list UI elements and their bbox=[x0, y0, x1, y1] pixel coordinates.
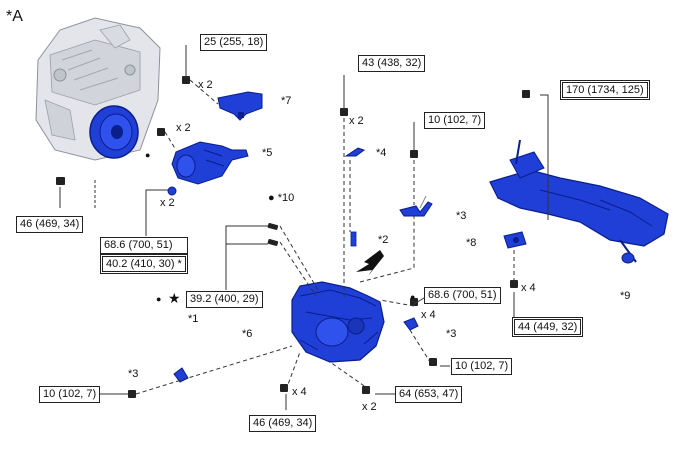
callout-4: *4 bbox=[376, 147, 387, 159]
torque-10-top: 10 (102, 7) bbox=[424, 112, 486, 129]
dot-39-2: ● bbox=[156, 294, 162, 304]
part-8-mount bbox=[503, 231, 527, 249]
torque-64: 64 (653, 47) bbox=[395, 386, 463, 403]
qty-bolt-44: x 4 bbox=[521, 282, 536, 294]
bolts bbox=[56, 76, 530, 398]
callout-6: *6 bbox=[242, 328, 253, 340]
callout-9: *9 bbox=[620, 290, 631, 302]
torque-39-2: 39.2 (400, 29) bbox=[186, 291, 263, 308]
part-3-left bbox=[173, 367, 189, 383]
callout-3-right: *3 bbox=[446, 328, 457, 340]
part-3-upper bbox=[399, 195, 433, 217]
callout-2: *2 bbox=[378, 234, 389, 246]
qty-bolt-46: x 4 bbox=[292, 386, 307, 398]
leader-lines bbox=[59, 45, 549, 410]
qty-nut-5: x 2 bbox=[160, 197, 175, 209]
dot-bolt-5: ● bbox=[145, 150, 151, 160]
callout-8: *8 bbox=[466, 237, 477, 249]
torque-40-2: 40.2 (410, 30) * bbox=[100, 254, 188, 274]
callout-10: ● *10 bbox=[268, 192, 295, 204]
torque-10-left: 10 (102, 7) bbox=[39, 386, 101, 403]
callout-3-upper: *3 bbox=[456, 210, 467, 222]
part-6-transaxle bbox=[291, 281, 385, 363]
torque-43: 43 (438, 32) bbox=[358, 55, 426, 72]
qty-bolt-64: x 2 bbox=[362, 401, 377, 413]
part-4-clip bbox=[344, 147, 366, 157]
torque-46-left: 46 (469, 34) bbox=[16, 216, 84, 233]
torque-10-right: 10 (102, 7) bbox=[451, 358, 513, 375]
part-9-subframe bbox=[489, 139, 669, 264]
part-7-bracket bbox=[217, 91, 263, 121]
drive-plate bbox=[89, 105, 139, 159]
figure-label: *A bbox=[6, 8, 23, 25]
dashed-guides bbox=[135, 79, 549, 395]
torque-46-bottom: 46 (469, 34) bbox=[249, 415, 317, 432]
dot-10: ● bbox=[268, 192, 275, 204]
callout-5: *5 bbox=[262, 147, 273, 159]
torque-25: 25 (255, 18) bbox=[200, 34, 268, 51]
torque-170: 170 (1734, 125) bbox=[560, 80, 650, 100]
part-2-pin bbox=[350, 231, 357, 247]
torque-68-6-a: 68.6 (700, 51) bbox=[100, 237, 188, 254]
qty-bolt-7: x 2 bbox=[198, 79, 213, 91]
star-mark: ★ bbox=[168, 290, 181, 306]
engine-assembly bbox=[35, 17, 161, 161]
reference-arrow bbox=[356, 250, 384, 276]
qty-bolt-43: x 2 bbox=[349, 115, 364, 127]
torque-stack-starter: 68.6 (700, 51) 40.2 (410, 30) * bbox=[100, 237, 188, 274]
part-5-starter bbox=[171, 141, 249, 185]
qty-nut-686: x 4 bbox=[421, 309, 436, 321]
qty-bolt-5: x 2 bbox=[176, 122, 191, 134]
part-3-right bbox=[403, 317, 419, 331]
dot-nut-686: ● bbox=[410, 292, 416, 302]
torque-68-6-b: 68.6 (700, 51) bbox=[424, 287, 501, 304]
callout-3-left: *3 bbox=[128, 368, 139, 380]
callout-7: *7 bbox=[281, 95, 292, 107]
torque-44: 44 (449, 32) bbox=[512, 317, 584, 337]
callout-1: *1 bbox=[188, 313, 199, 325]
